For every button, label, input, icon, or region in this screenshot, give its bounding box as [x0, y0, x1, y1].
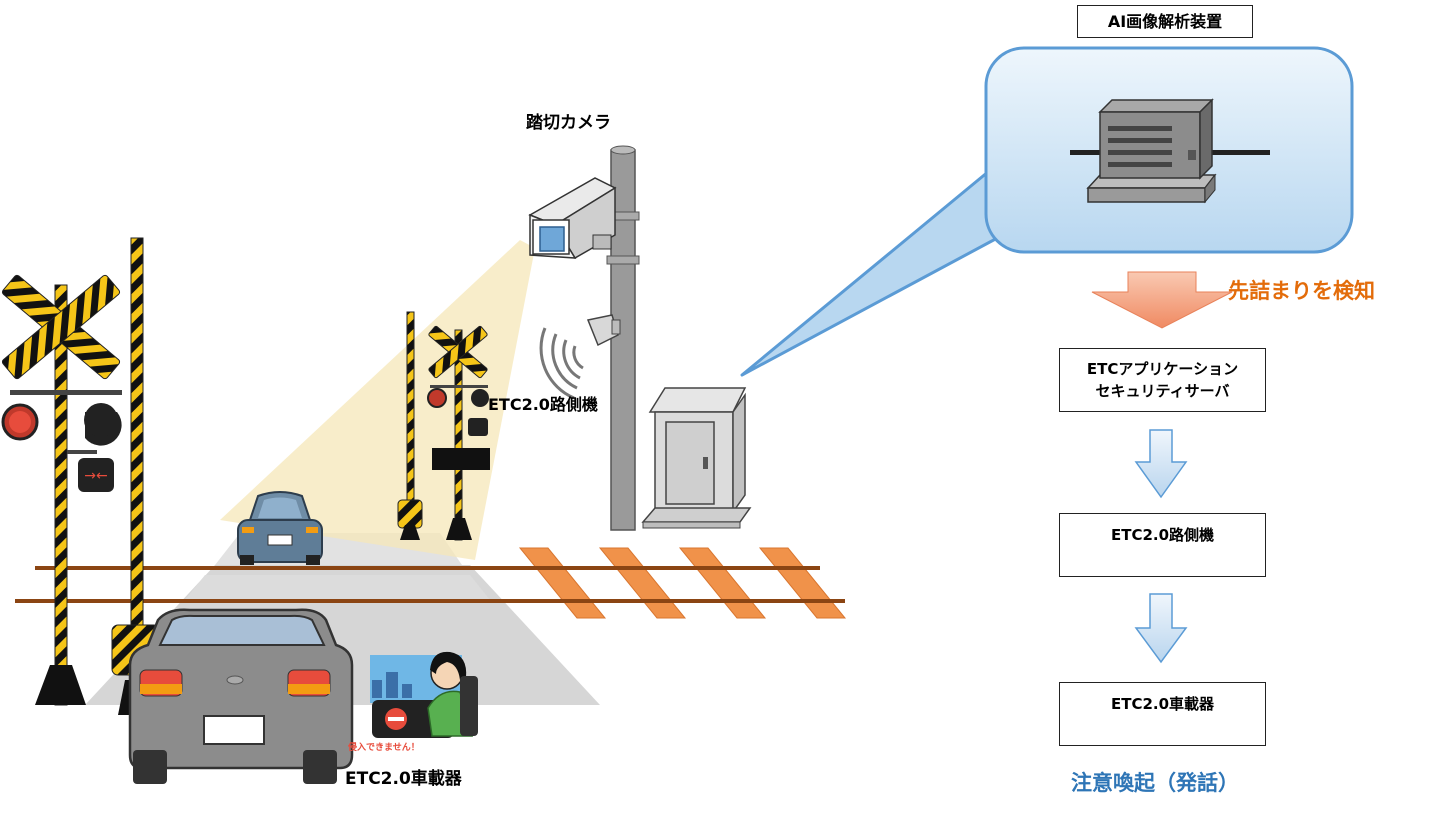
detect-arrow-icon [1091, 271, 1233, 329]
alert-label: 注意喚起（発話） [1071, 771, 1239, 795]
camera-label: 踏切カメラ [526, 113, 611, 133]
radio-wave-icon [539, 327, 584, 400]
roadside-cabinet-icon [641, 387, 752, 529]
roadside-unit-box: ETC2.0路側機 [1059, 513, 1266, 577]
svg-text:→←: →← [84, 468, 107, 484]
onboard-unit-label: ETC2.0車載器 [345, 769, 462, 789]
flow-arrow-2-icon [1134, 593, 1188, 664]
crossing-signal-far [397, 311, 490, 541]
driver-warning-icon [370, 651, 478, 738]
callout-pointer [740, 160, 1018, 377]
roadside-unit-label: ETC2.0路側機 [488, 395, 598, 414]
car-far-icon [237, 491, 323, 565]
onboard-unit-box: ETC2.0車載器 [1059, 682, 1266, 746]
security-server-line2: セキュリティサーバ [1095, 382, 1230, 400]
flow-arrow-1-icon [1134, 429, 1188, 499]
detect-label: 先詰まりを検知 [1228, 279, 1375, 303]
onboard-warning-label: 侵入できません！ [348, 743, 420, 753]
security-server-box: ETCアプリケーション セキュリティサーバ [1059, 348, 1266, 412]
security-server-line1: ETCアプリケーション [1086, 360, 1239, 378]
car-near-icon [128, 608, 354, 784]
crossing-signal-near: →← [1, 274, 122, 706]
crossing-camera-icon [528, 177, 617, 260]
ai-device-icon [1070, 98, 1270, 204]
ai-device-title-box: AI画像解析装置 [1077, 5, 1253, 38]
railway-track [15, 547, 847, 619]
